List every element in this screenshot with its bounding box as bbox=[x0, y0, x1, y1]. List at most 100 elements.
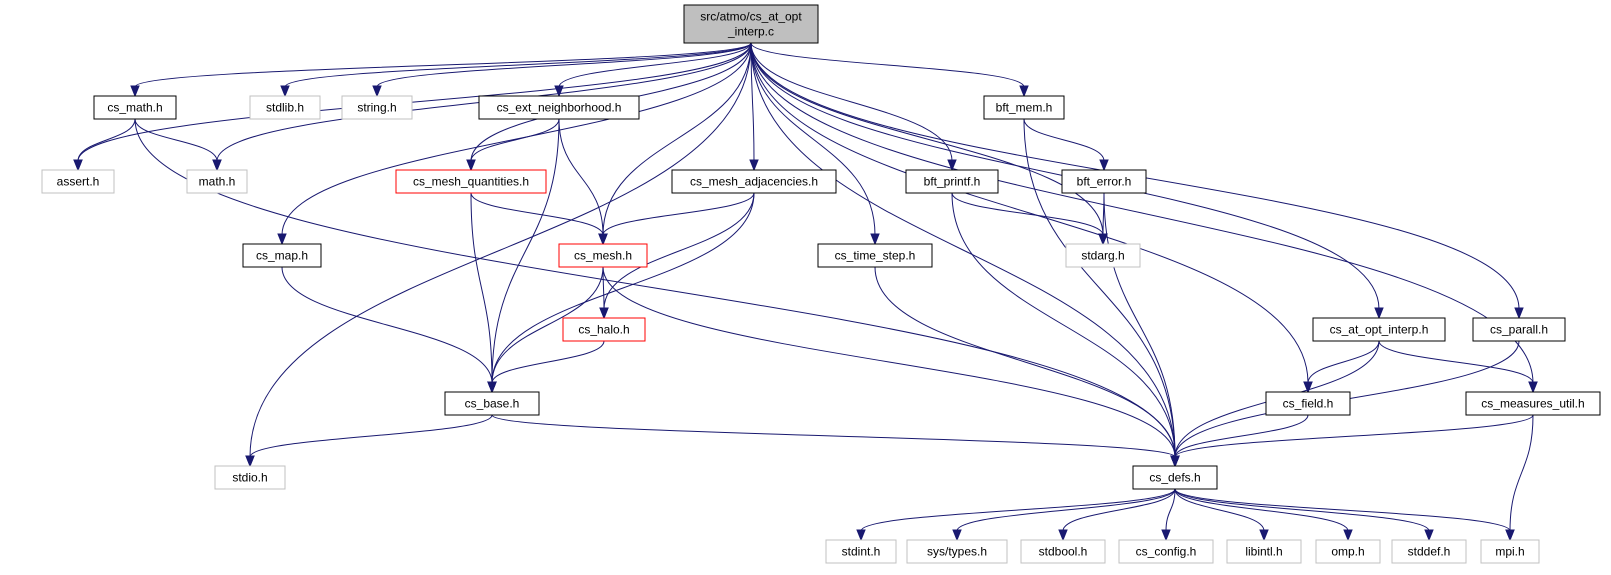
edge-bft_error-to-stdarg bbox=[1098, 192, 1108, 246]
node-cs-ext-neighborhood[interactable]: cs_ext_neighborhood.h bbox=[478, 95, 640, 120]
node-box bbox=[825, 539, 897, 564]
node-cs-halo[interactable]: cs_halo.h bbox=[562, 317, 646, 342]
edge-line bbox=[1509, 414, 1534, 532]
node-label: cs_at_opt_interp.h bbox=[1330, 323, 1429, 337]
node-box bbox=[817, 243, 933, 268]
edge-line bbox=[491, 414, 1176, 458]
node-box bbox=[683, 4, 819, 44]
edge-cs_measures_util-to-cs_defs bbox=[1170, 414, 1534, 468]
node-box bbox=[214, 465, 286, 490]
edge-cs_math-to-assert bbox=[73, 118, 136, 172]
node-cs-mesh[interactable]: cs_mesh.h bbox=[558, 243, 648, 268]
node-cs-mesh-adjacencies[interactable]: cs_mesh_adjacencies.h bbox=[671, 169, 837, 194]
node-stdint: stdint.h bbox=[825, 539, 897, 564]
edge-arrowhead bbox=[1303, 381, 1313, 394]
node-label: cs_map.h bbox=[256, 249, 308, 263]
node-label: cs_mesh_adjacencies.h bbox=[690, 175, 818, 189]
edge-line bbox=[470, 192, 604, 236]
node-box bbox=[186, 169, 248, 194]
edge-line bbox=[491, 118, 560, 384]
node-label: stddef.h bbox=[1408, 545, 1451, 559]
edge-line bbox=[1174, 488, 1349, 532]
edge-cs_defs-to-cs_config bbox=[1161, 488, 1176, 542]
edge-line bbox=[1174, 414, 1309, 458]
edge-arrowhead bbox=[554, 85, 564, 98]
edge-line bbox=[1165, 488, 1176, 532]
edge-arrowhead bbox=[1170, 455, 1180, 468]
node-cs-map[interactable]: cs_map.h bbox=[242, 243, 322, 268]
edge-arrowhead bbox=[1505, 529, 1515, 542]
edge-arrowhead bbox=[212, 159, 222, 172]
node-label: cs_measures_util.h bbox=[1481, 397, 1584, 411]
node-label: stdbool.h bbox=[1039, 545, 1088, 559]
node-string: string.h bbox=[341, 95, 413, 120]
node-mpi: mpi.h bbox=[1480, 539, 1540, 564]
edge-root-to-cs_math bbox=[130, 42, 752, 98]
node-cs-base[interactable]: cs_base.h bbox=[444, 391, 540, 416]
node-label: cs_mesh.h bbox=[574, 249, 632, 263]
node-cs-at-opt-interp-h[interactable]: cs_at_opt_interp.h bbox=[1312, 317, 1446, 342]
node-label: src/atmo/cs_at_opt bbox=[700, 10, 802, 24]
edge-cs_defs-to-stdint bbox=[856, 488, 1176, 542]
node-stddef: stddef.h bbox=[1391, 539, 1467, 564]
node-cs-time-step[interactable]: cs_time_step.h bbox=[817, 243, 933, 268]
node-omp: omp.h bbox=[1315, 539, 1381, 564]
edge-root-to-cs_field bbox=[750, 42, 1313, 394]
edge-bft_printf-to-cs_defs bbox=[951, 192, 1180, 468]
edge-line bbox=[77, 118, 136, 162]
edge-line bbox=[951, 192, 1104, 236]
node-stdlib: stdlib.h bbox=[249, 95, 321, 120]
node-bft-mem[interactable]: bft_mem.h bbox=[983, 95, 1065, 120]
edge-cs_at_opt_interp_h-to-cs_measures_util bbox=[1378, 340, 1538, 394]
edge-bft_error-to-cs_defs bbox=[1103, 192, 1180, 468]
node-box bbox=[671, 169, 837, 194]
edge-line bbox=[1174, 488, 1511, 532]
node-box bbox=[1312, 317, 1446, 342]
edge-line bbox=[281, 42, 752, 236]
node-bft-error[interactable]: bft_error.h bbox=[1061, 169, 1147, 194]
node-cs-config: cs_config.h bbox=[1118, 539, 1214, 564]
edge-arrowhead bbox=[1058, 529, 1068, 542]
edge-arrowhead bbox=[856, 529, 866, 542]
edge-line bbox=[750, 42, 876, 236]
edge-line bbox=[558, 118, 604, 236]
edge-arrowhead bbox=[466, 159, 476, 172]
node-cs-measures-util[interactable]: cs_measures_util.h bbox=[1465, 391, 1601, 416]
edge-line bbox=[1174, 488, 1265, 532]
edge-cs_defs-to-stdbool bbox=[1058, 488, 1176, 542]
node-cs-math[interactable]: cs_math.h bbox=[93, 95, 177, 120]
node-bft-printf[interactable]: bft_printf.h bbox=[905, 169, 999, 194]
edge-arrowhead bbox=[245, 455, 255, 468]
edge-line bbox=[1023, 118, 1105, 162]
edge-arrowhead bbox=[952, 529, 962, 542]
node-sys-types: sys/types.h bbox=[906, 539, 1008, 564]
edge-line bbox=[1023, 118, 1176, 458]
edge-root-to-cs_time_step bbox=[750, 42, 880, 246]
node-label: cs_defs.h bbox=[1149, 471, 1200, 485]
node-cs-field[interactable]: cs_field.h bbox=[1265, 391, 1351, 416]
edge-line bbox=[470, 118, 560, 162]
edge-root-to-bft_printf bbox=[750, 42, 957, 172]
edge-line bbox=[956, 488, 1176, 532]
node-label: libintl.h bbox=[1245, 545, 1282, 559]
node-box bbox=[1020, 539, 1106, 564]
edge-line bbox=[750, 42, 1176, 458]
edge-arrowhead bbox=[947, 159, 957, 172]
edge-line bbox=[750, 42, 953, 162]
node-assert: assert.h bbox=[41, 169, 115, 194]
node-label: cs_halo.h bbox=[578, 323, 629, 337]
node-box bbox=[562, 317, 646, 342]
node-cs-mesh-quantities[interactable]: cs_mesh_quantities.h bbox=[395, 169, 547, 194]
edge-line bbox=[602, 266, 1176, 458]
node-cs-defs[interactable]: cs_defs.h bbox=[1132, 465, 1218, 490]
edge-line bbox=[558, 42, 752, 88]
node-root[interactable]: src/atmo/cs_at_opt_interp.c bbox=[683, 4, 819, 44]
node-box bbox=[93, 95, 177, 120]
edge-arrowhead bbox=[1099, 159, 1109, 172]
node-cs-parall[interactable]: cs_parall.h bbox=[1472, 317, 1566, 342]
edge-cs_at_opt_interp_h-to-cs_field bbox=[1303, 340, 1380, 394]
edge-line bbox=[249, 42, 752, 458]
edge-root-to-cs_map bbox=[277, 42, 752, 246]
edge-cs_math-to-cs_defs bbox=[134, 118, 1180, 468]
edge-line bbox=[1062, 488, 1176, 532]
